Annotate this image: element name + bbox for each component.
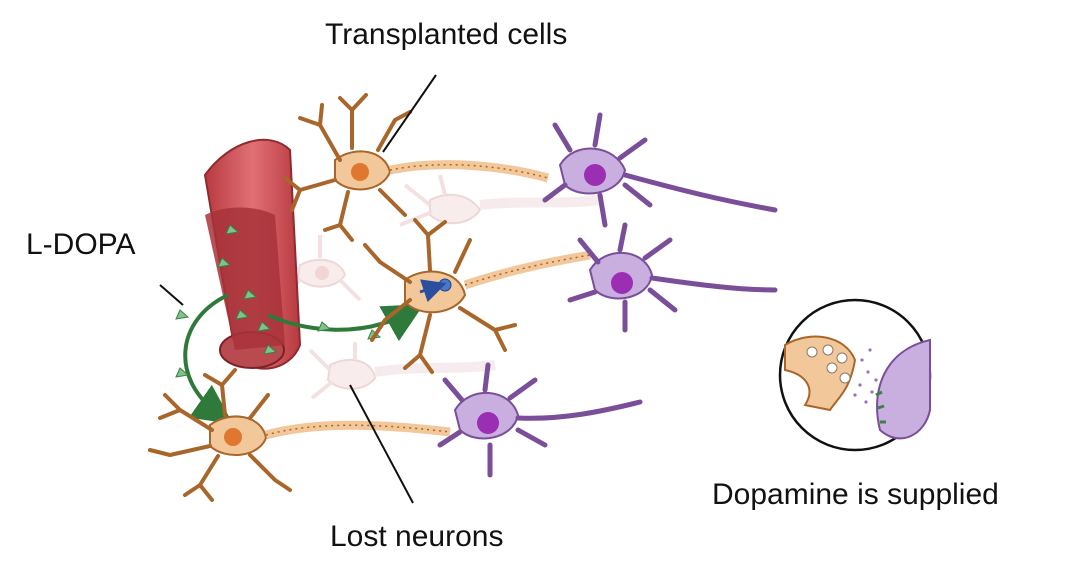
transplanted-neuron-middle: [363, 218, 591, 374]
lost-neurons-label: Lost neurons: [330, 520, 504, 553]
purple-neuron-middle: [567, 222, 778, 333]
synapse-inset: [778, 298, 932, 452]
purple-neuron-top: [542, 112, 778, 228]
blood-vessel: [203, 138, 302, 370]
l-dopa-label: L-DOPA: [26, 228, 136, 261]
pointer-lost: [349, 384, 414, 504]
purple-neuron-bottom: [437, 362, 643, 478]
dopamine-supplied-label: Dopamine is supplied: [712, 478, 999, 511]
pointer-transplanted: [382, 74, 437, 153]
pointer-ldopa: [159, 284, 184, 306]
transplanted-neuron-bottom: [148, 368, 451, 502]
transplanted-neuron-top: [283, 93, 550, 242]
lost-neuron-3: [308, 342, 496, 400]
transplanted-cells-label: Transplanted cells: [325, 18, 568, 51]
